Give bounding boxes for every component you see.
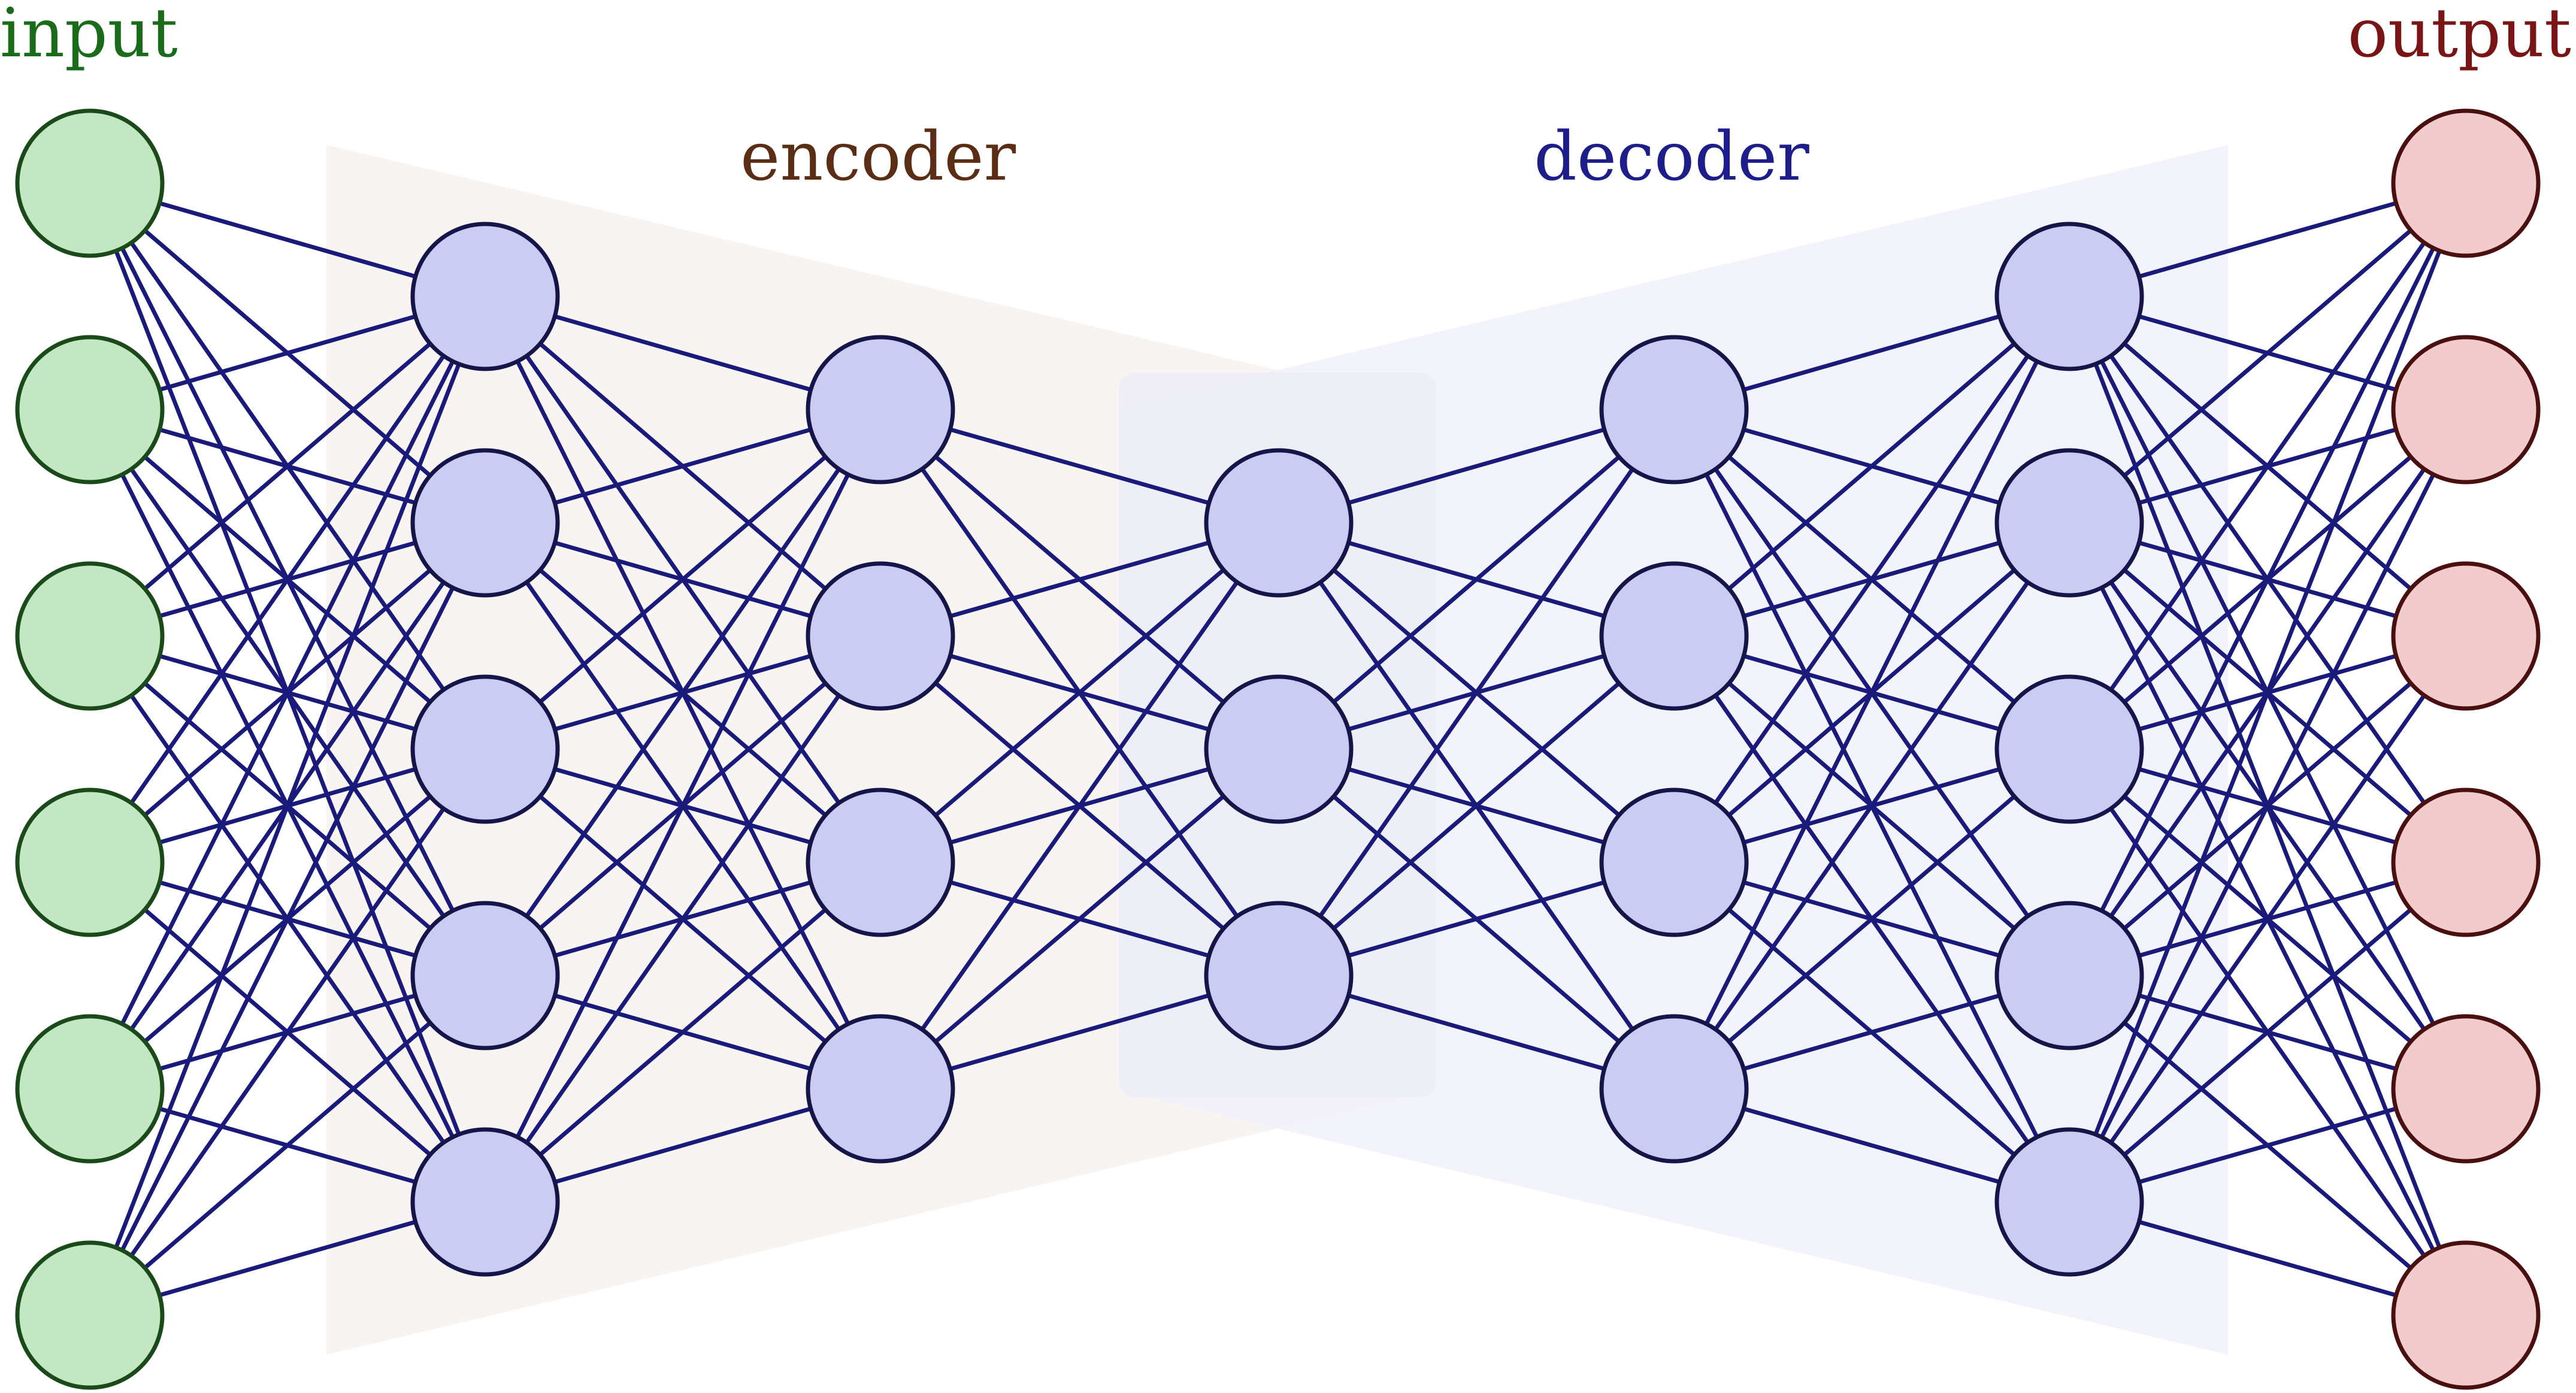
edge-l6n4-l7n1 <box>2067 182 2468 977</box>
output-neuron-layer7-1 <box>2391 108 2541 258</box>
hidden-neuron-layer4-3 <box>1204 901 1354 1050</box>
hidden-neuron-layer2-2 <box>410 448 560 598</box>
edge-l5n4-l6n3 <box>1672 747 2071 1091</box>
edge-l5n4-l6n1 <box>1672 295 2072 1090</box>
input-neuron-layer1-5 <box>15 1014 165 1164</box>
hidden-neuron-layer6-5 <box>1994 1127 2144 1277</box>
input-neuron-layer1-6 <box>15 1240 165 1390</box>
output-neuron-layer7-6 <box>2391 1240 2541 1390</box>
input-neuron-layer1-3 <box>15 561 165 711</box>
hidden-neuron-layer5-2 <box>1599 561 1749 711</box>
hidden-neuron-layer5-1 <box>1599 335 1749 484</box>
edge-l3n4-l4n2 <box>879 747 1281 1091</box>
output-neuron-layer7-3 <box>2391 561 2541 711</box>
hidden-neuron-layer2-1 <box>410 222 560 371</box>
edge-l4n2-l5n1 <box>1277 408 1676 751</box>
output-neuron-layer7-4 <box>2391 788 2541 937</box>
edge-l6n5-l7n3 <box>2068 634 2468 1204</box>
edge-l1n4-l2n1 <box>88 295 487 864</box>
edge-l6n3-l7n1 <box>2068 181 2468 751</box>
edge-l1n6-l2n1 <box>87 295 488 1316</box>
hidden-neuron-layer5-4 <box>1599 1014 1749 1164</box>
hidden-neuron-layer6-4 <box>1994 901 2144 1050</box>
edge-l2n5-l3n3 <box>483 861 882 1204</box>
hidden-neuron-layer3-3 <box>806 788 955 937</box>
edge-l3n3-l4n1 <box>879 521 1281 864</box>
input-neuron-layer1-2 <box>15 335 165 484</box>
input-neuron-layer1-4 <box>15 788 165 937</box>
encoder-label: encoder <box>740 118 1016 196</box>
edge-l6n5-l7n4 <box>2068 861 2468 1204</box>
hidden-neuron-layer2-4 <box>410 901 560 1050</box>
output-neuron-layer7-5 <box>2391 1014 2541 1164</box>
input-neuron-layer1-1 <box>15 108 165 258</box>
hidden-neuron-layer3-2 <box>806 561 955 711</box>
edge-l2n5-l3n1 <box>483 408 883 1203</box>
edge-l3n4-l4n1 <box>879 521 1281 1091</box>
hidden-neuron-layer6-2 <box>1994 448 2144 598</box>
edge-l1n6-l2n2 <box>87 522 488 1316</box>
edge-l2n4-l3n1 <box>483 408 882 977</box>
edge-l5n4-l6n2 <box>1672 521 2071 1091</box>
edge-l5n3-l6n1 <box>1672 295 2071 864</box>
output-label: output <box>2347 0 2571 72</box>
hidden-neuron-layer6-1 <box>1994 222 2144 371</box>
hidden-neuron-layer3-1 <box>806 335 955 484</box>
hidden-neuron-layer2-5 <box>410 1127 560 1277</box>
edge-l6n2-l7n1 <box>2068 181 2468 525</box>
hidden-neuron-layer5-3 <box>1599 788 1749 937</box>
edge-l1n6-l2n4 <box>88 974 487 1317</box>
neurons <box>15 108 2541 1390</box>
hidden-neuron-layer4-1 <box>1204 448 1354 598</box>
edge-l1n5-l2n1 <box>87 295 488 1090</box>
edge-l6n5-l7n1 <box>2067 182 2468 1203</box>
edge-l2n5-l3n2 <box>483 634 882 1204</box>
edge-l1n3-l2n1 <box>88 295 487 638</box>
hidden-neuron-layer3-4 <box>806 1014 955 1164</box>
hidden-neuron-layer4-2 <box>1204 674 1354 824</box>
edge-l4n3-l5n2 <box>1277 634 1676 977</box>
regions <box>326 145 2228 1355</box>
decoder-label: decoder <box>1534 118 1809 196</box>
edge-l5n2-l6n1 <box>1672 295 2071 638</box>
hidden-neuron-layer2-3 <box>410 674 560 824</box>
edge-l6n5-l7n2 <box>2067 408 2468 1203</box>
hidden-neuron-layer6-3 <box>1994 674 2144 824</box>
output-neuron-layer7-2 <box>2391 335 2541 484</box>
edge-l4n3-l5n1 <box>1277 408 1676 977</box>
edge-l1n6-l2n3 <box>88 747 487 1317</box>
input-label: input <box>0 0 178 72</box>
edge-l2n3-l3n1 <box>483 408 882 751</box>
